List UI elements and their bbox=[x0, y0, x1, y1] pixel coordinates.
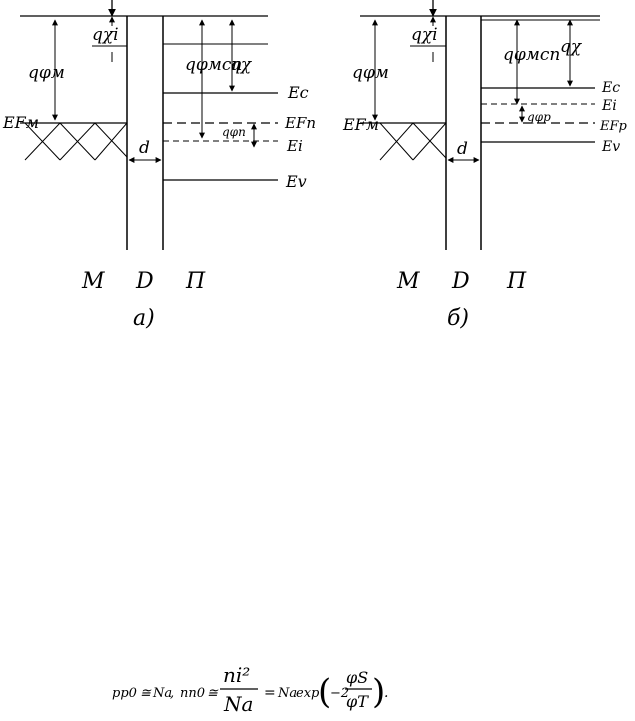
formula-phi-t: φT bbox=[346, 692, 369, 711]
caption-b: б) bbox=[447, 306, 469, 331]
region-p-label-a: П bbox=[185, 269, 206, 294]
ef-m-label-b: EFм bbox=[342, 115, 379, 134]
band-diagram-a: qχi qφм EFм qφмсп qχ Ec EFп Ei qφп Ev d … bbox=[2, 0, 628, 331]
ei-label-a: Ei bbox=[286, 137, 303, 155]
caption-a: а) bbox=[133, 306, 155, 331]
region-p-label-b: П bbox=[506, 269, 527, 294]
formula-nn0: nn0 bbox=[180, 686, 205, 701]
formula-paren-close: ) bbox=[372, 672, 385, 712]
qchi-label-b: qχ bbox=[560, 37, 583, 57]
d-label-a: d bbox=[139, 138, 150, 158]
formula-na-2: Na bbox=[223, 692, 253, 715]
efp-label-b: EFр bbox=[599, 119, 628, 134]
metal-hatch-a bbox=[24, 122, 128, 161]
qchi-label-a: qχ bbox=[230, 55, 253, 75]
qphi-p-label-b: qφр bbox=[527, 110, 551, 124]
region-d-label-b: D bbox=[451, 269, 470, 294]
qphi-m-label-b: qφм bbox=[352, 63, 389, 83]
ei-label-b: Ei bbox=[601, 98, 617, 114]
qchi-i-label-a: qχi bbox=[92, 25, 119, 45]
ev-label-b: Ev bbox=[601, 139, 620, 155]
ec-label-a: Ec bbox=[287, 83, 309, 102]
formula-equals: = bbox=[264, 685, 276, 701]
formula-pp0: pp0 bbox=[112, 686, 137, 701]
formula-na-3: Na bbox=[277, 686, 297, 701]
formula-exp: exp bbox=[296, 686, 320, 701]
formula-na-1: Na bbox=[152, 686, 172, 701]
qphi-m-label-a: qφм bbox=[28, 63, 65, 83]
formula-ni-squared: ni² bbox=[223, 663, 250, 687]
carrier-concentration-formula: pp0 ≅ Na , nn0 ≅ ni² Na = Na exp ( −2 φS… bbox=[112, 663, 388, 715]
qphi-msp-label-b: qφмсп bbox=[503, 45, 560, 65]
ev-label-a: Ev bbox=[285, 172, 307, 191]
ef-m-label-a: EFм bbox=[2, 113, 39, 132]
metal-hatch-b bbox=[379, 122, 447, 161]
qphi-n-label-a: qφп bbox=[222, 125, 246, 139]
formula-period: . bbox=[384, 685, 388, 701]
formula-approx-1: ≅ bbox=[140, 686, 152, 701]
region-m-label-a: М bbox=[81, 269, 105, 294]
region-m-label-b: М bbox=[396, 269, 420, 294]
formula-minus-two: −2 bbox=[330, 686, 349, 701]
ec-label-b: Ec bbox=[601, 80, 620, 96]
formula-comma: , bbox=[170, 686, 174, 701]
formula-phi-s: φS bbox=[346, 668, 368, 687]
qchi-i-label-b: qχi bbox=[411, 25, 438, 45]
formula-approx-2: ≅ bbox=[207, 686, 219, 701]
region-d-label-a: D bbox=[135, 269, 154, 294]
d-label-b: d bbox=[457, 139, 468, 159]
formula-paren-open: ( bbox=[318, 672, 331, 712]
qphi-msp-label-a: qφмсп bbox=[185, 55, 242, 75]
efn-label-a: EFп bbox=[284, 114, 316, 132]
